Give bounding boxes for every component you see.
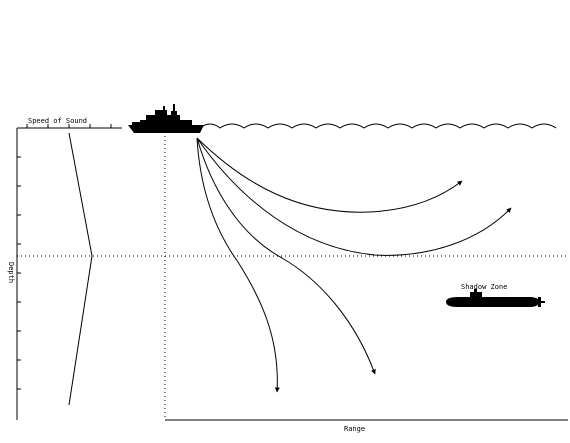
depth-axis [16,128,21,420]
submarine-icon [446,289,545,307]
sound-ray-4 [196,137,280,393]
sound-speed-profile [68,132,93,406]
speed-axis [17,124,122,129]
sound-ray-2 [196,137,512,256]
speed-of-sound-label: Speed of Sound [28,117,87,125]
sea-surface [199,123,557,129]
sound-ray-3 [196,137,376,375]
surface-ship-icon [128,104,204,133]
range-label: Range [344,425,365,433]
sound-ray-1 [196,137,463,213]
shadow-zone-label: Shadow Zone [461,283,507,291]
depth-label: Depth [7,262,15,283]
sound-rays [196,137,512,393]
